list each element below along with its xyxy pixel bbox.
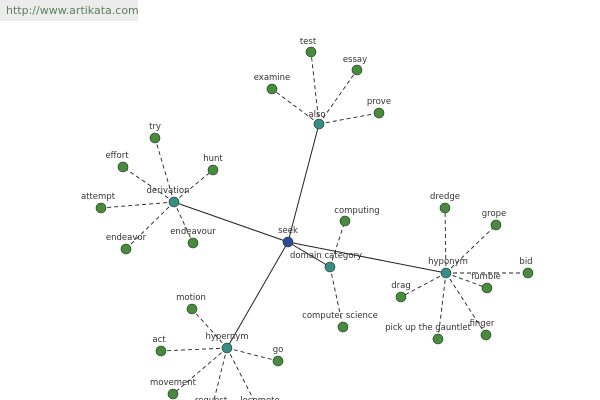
relation-node-domain-category[interactable] [324, 261, 336, 273]
leaf-node-test[interactable] [305, 46, 317, 58]
leaf-label-motion[interactable]: motion [176, 293, 206, 303]
edge-seek-to-hyponym-right [287, 241, 447, 274]
edge-also-to-test [310, 51, 320, 125]
leaf-label-test[interactable]: test [300, 37, 317, 47]
leaf-node-act[interactable] [155, 345, 167, 357]
leaf-label-locomote[interactable]: locomote [240, 396, 279, 400]
relation-node-also[interactable] [313, 118, 325, 130]
edge-hypernym-to-go [226, 347, 279, 362]
leaf-node-examine[interactable] [266, 83, 278, 95]
leaf-node-grope[interactable] [490, 219, 502, 231]
leaf-label-endeavor[interactable]: endeavor [106, 233, 147, 243]
edge-seek-to-domain-category [287, 241, 331, 268]
graph-edges [100, 51, 528, 400]
leaf-label-finger[interactable]: finger [470, 319, 495, 329]
edge-hypernym-to-locomote [226, 347, 255, 400]
relation-label-derivation[interactable]: derivation [146, 186, 189, 196]
edge-hyponym-right-to-drag [400, 272, 447, 298]
edge-hypernym-to-act [160, 347, 228, 352]
leaf-label-essay[interactable]: essay [343, 55, 367, 65]
leaf-label-dredge[interactable]: dredge [430, 192, 460, 202]
leaf-node-finger[interactable] [480, 329, 492, 341]
graph-nodes [95, 46, 534, 400]
source-url[interactable]: http://www.artikata.com [0, 0, 139, 21]
leaf-node-endeavor[interactable] [120, 243, 132, 255]
leaf-label-request[interactable]: request [195, 396, 228, 400]
leaf-label-movement[interactable]: movement [150, 378, 197, 388]
leaf-label-attempt[interactable]: attempt [81, 192, 116, 202]
leaf-label-act[interactable]: act [152, 335, 166, 345]
relation-label-domain-category[interactable]: domain category [290, 251, 362, 261]
relation-node-hypernym[interactable] [221, 342, 233, 354]
edge-derivation-to-effort [122, 166, 175, 203]
leaf-label-hunt[interactable]: hunt [203, 154, 223, 164]
leaf-label-computing[interactable]: computing [334, 206, 379, 216]
leaf-node-hunt[interactable] [207, 164, 219, 176]
leaf-node-movement[interactable] [167, 388, 179, 400]
leaf-label-fumble[interactable]: fumble [471, 272, 501, 282]
edge-hyponym-right-to-finger [445, 272, 487, 336]
leaf-node-try[interactable] [149, 132, 161, 144]
edge-derivation-to-endeavour [173, 201, 194, 244]
relation-label-hyponym-right[interactable]: hyponym [428, 257, 468, 267]
leaf-node-dredge[interactable] [439, 202, 451, 214]
relation-label-hypernym[interactable]: hypernym [205, 332, 248, 342]
leaf-node-fumble[interactable] [481, 282, 493, 294]
leaf-label-effort[interactable]: effort [105, 151, 129, 161]
leaf-node-attempt[interactable] [95, 202, 107, 214]
edge-also-to-prove [318, 112, 380, 125]
leaf-node-endeavour[interactable] [187, 237, 199, 249]
edge-seek-to-also [287, 123, 320, 243]
edge-seek-to-derivation [173, 201, 289, 243]
edge-derivation-to-hunt [173, 169, 214, 203]
edge-hyponym-right-to-grope [445, 224, 497, 274]
leaf-node-prove[interactable] [373, 107, 385, 119]
leaf-label-pick-up-the-gauntlet[interactable]: pick up the gauntlet [385, 323, 471, 333]
graph-labels: test essay examine prove try effort hunt attemp… [81, 37, 533, 400]
leaf-label-grope[interactable]: grope [482, 209, 507, 219]
relation-node-derivation[interactable] [168, 196, 180, 208]
leaf-label-drag[interactable]: drag [391, 281, 411, 291]
center-node-seek[interactable] [282, 236, 294, 248]
edge-hypernym-to-movement [172, 347, 228, 395]
edge-hyponym-right-to-fumble [445, 272, 488, 289]
leaf-label-examine[interactable]: examine [254, 73, 291, 83]
edge-derivation-to-attempt [100, 201, 175, 209]
leaf-node-go[interactable] [272, 355, 284, 367]
leaf-node-computer-science[interactable] [337, 321, 349, 333]
edge-domain-category-to-computing [329, 220, 346, 268]
leaf-label-computer-science[interactable]: computer science [302, 311, 378, 321]
edge-also-to-examine [271, 88, 320, 125]
leaf-node-pick-up-the-gauntlet[interactable] [432, 333, 444, 345]
leaf-node-bid[interactable] [522, 267, 534, 279]
edge-domain-category-to-computer-science [329, 266, 344, 328]
leaf-node-computing[interactable] [339, 215, 351, 227]
edge-seek-to-hypernym [226, 241, 289, 349]
edge-hypernym-to-motion [191, 308, 228, 349]
leaf-label-endeavour[interactable]: endeavour [170, 227, 216, 237]
leaf-label-try[interactable]: try [149, 122, 161, 132]
edge-hyponym-right-to-dredge [444, 207, 447, 274]
leaf-node-drag[interactable] [395, 291, 407, 303]
center-label-seek[interactable]: seek [278, 226, 298, 236]
leaf-node-effort[interactable] [117, 161, 129, 173]
leaf-label-bid[interactable]: bid [519, 257, 532, 267]
leaf-label-prove[interactable]: prove [367, 97, 391, 107]
edge-hypernym-to-request [213, 347, 228, 400]
leaf-node-motion[interactable] [186, 303, 198, 315]
relation-label-also[interactable]: also [308, 110, 325, 120]
leaf-node-essay[interactable] [351, 64, 363, 76]
leaf-label-go[interactable]: go [273, 345, 284, 355]
relation-node-hyponym-right[interactable] [440, 267, 452, 279]
